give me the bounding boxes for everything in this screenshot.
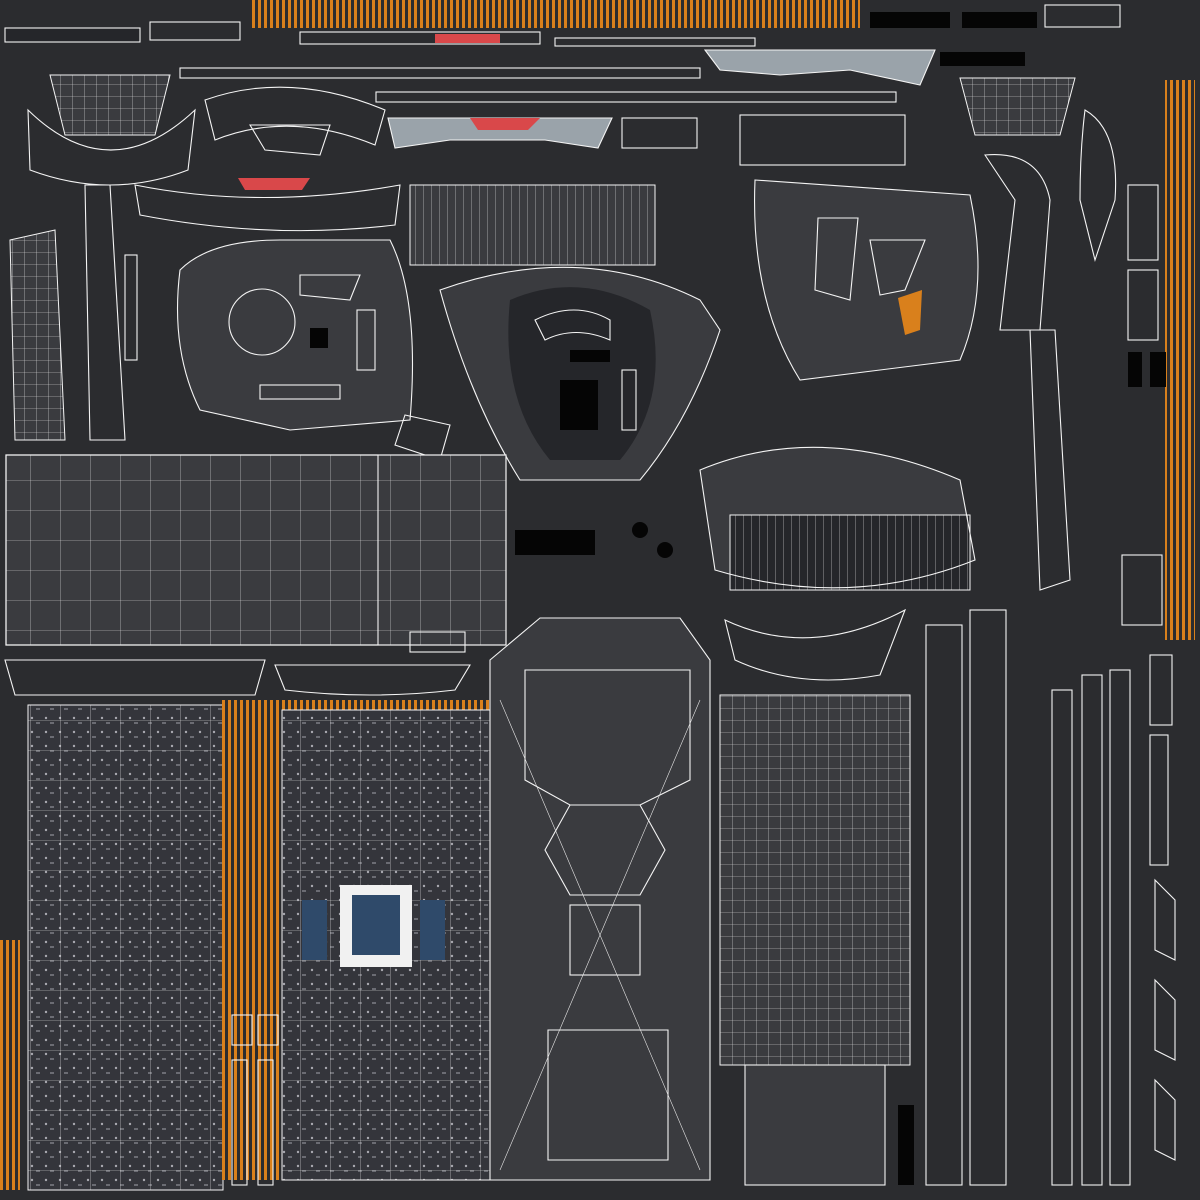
heatsink-bottom xyxy=(699,446,976,681)
pcb-center xyxy=(231,700,495,1186)
vertical-strips xyxy=(925,609,1176,1186)
side-panel xyxy=(719,694,914,1186)
fan-shroud-left xyxy=(176,239,451,461)
fan-shroud-center xyxy=(439,266,721,481)
bracket-rail xyxy=(4,522,673,696)
right-column-parts xyxy=(959,77,1195,640)
top-strip-islands xyxy=(4,0,1121,103)
silver-trim-parts xyxy=(238,49,936,190)
shroud-mesh xyxy=(489,617,711,1181)
fan-shroud-right xyxy=(754,154,1051,381)
backplate-panel xyxy=(5,454,507,653)
pcb-left xyxy=(0,700,267,1191)
top-left-islands xyxy=(9,74,401,441)
